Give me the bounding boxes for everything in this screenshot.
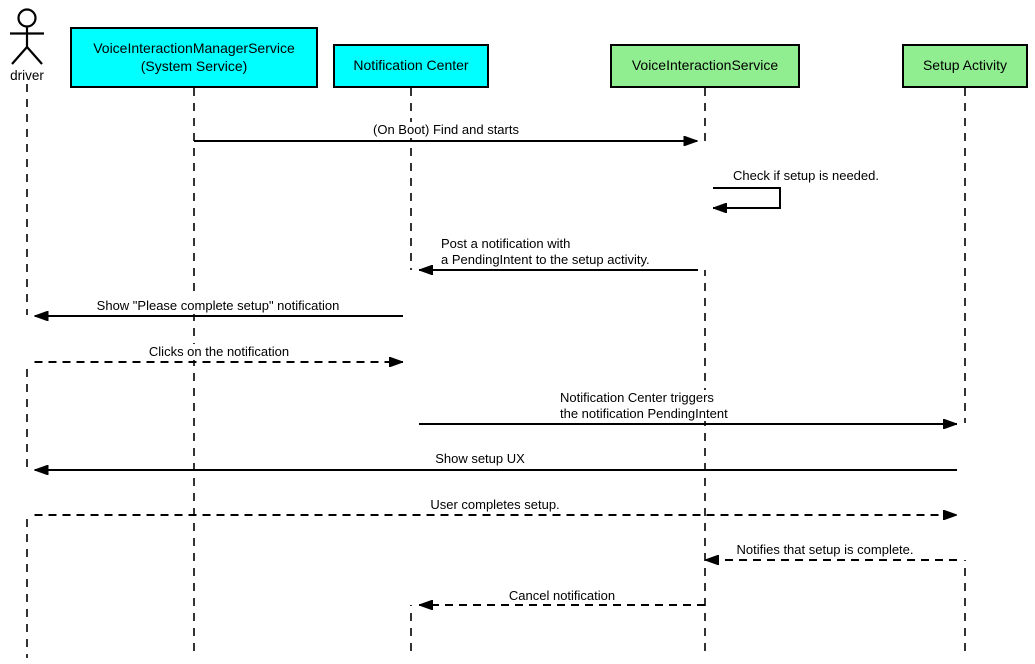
- participant-label: Setup Activity: [922, 57, 1008, 74]
- message-label-post-a-notification: Post a notification with a PendingIntent…: [439, 236, 652, 267]
- message-label-show-please-complete-setup: Show "Please complete setup" notificatio…: [94, 298, 342, 314]
- actor-driver-label: driver: [10, 68, 44, 83]
- participant-label: VoiceInteractionService: [631, 57, 779, 74]
- activation-driver-1: [19, 315, 35, 362]
- activation-notification-center: [403, 270, 419, 605]
- participant-label: Notification Center: [353, 57, 469, 74]
- message-label-notifies-setup-complete: Notifies that setup is complete.: [734, 542, 916, 558]
- message-label-triggers-pendingintent: Notification Center triggers the notific…: [558, 390, 730, 421]
- arrow-check-if-setup-is-needed: [713, 187, 781, 208]
- activation-bars: [19, 141, 973, 605]
- participant-setup-activity: Setup Activity: [902, 44, 1028, 88]
- message-label-cancel-notification: Cancel notification: [506, 588, 618, 604]
- participant-voiceinteractionservice: VoiceInteractionService: [610, 44, 800, 88]
- activation-driver-2: [19, 470, 35, 515]
- activation-setup-activity: [957, 423, 973, 560]
- message-label-clicks-on-notification: Clicks on the notification: [146, 344, 292, 360]
- message-label-user-completes-setup: User completes setup.: [428, 497, 562, 513]
- participant-notification-center: Notification Center: [333, 44, 489, 88]
- participant-voiceinteractionmanagerservice: VoiceInteractionManagerService (System S…: [70, 27, 318, 88]
- actor-driver-icon: [10, 8, 44, 65]
- message-label-check-if-setup-needed: Check if setup is needed.: [731, 168, 881, 184]
- activation-voiceinteractionservice: [697, 141, 713, 270]
- message-arrows: [34, 141, 957, 605]
- message-label-on-boot-find-and-starts: (On Boot) Find and starts: [371, 122, 521, 138]
- participant-label: VoiceInteractionManagerService (System S…: [93, 40, 295, 74]
- message-label-show-setup-ux: Show setup UX: [433, 451, 527, 467]
